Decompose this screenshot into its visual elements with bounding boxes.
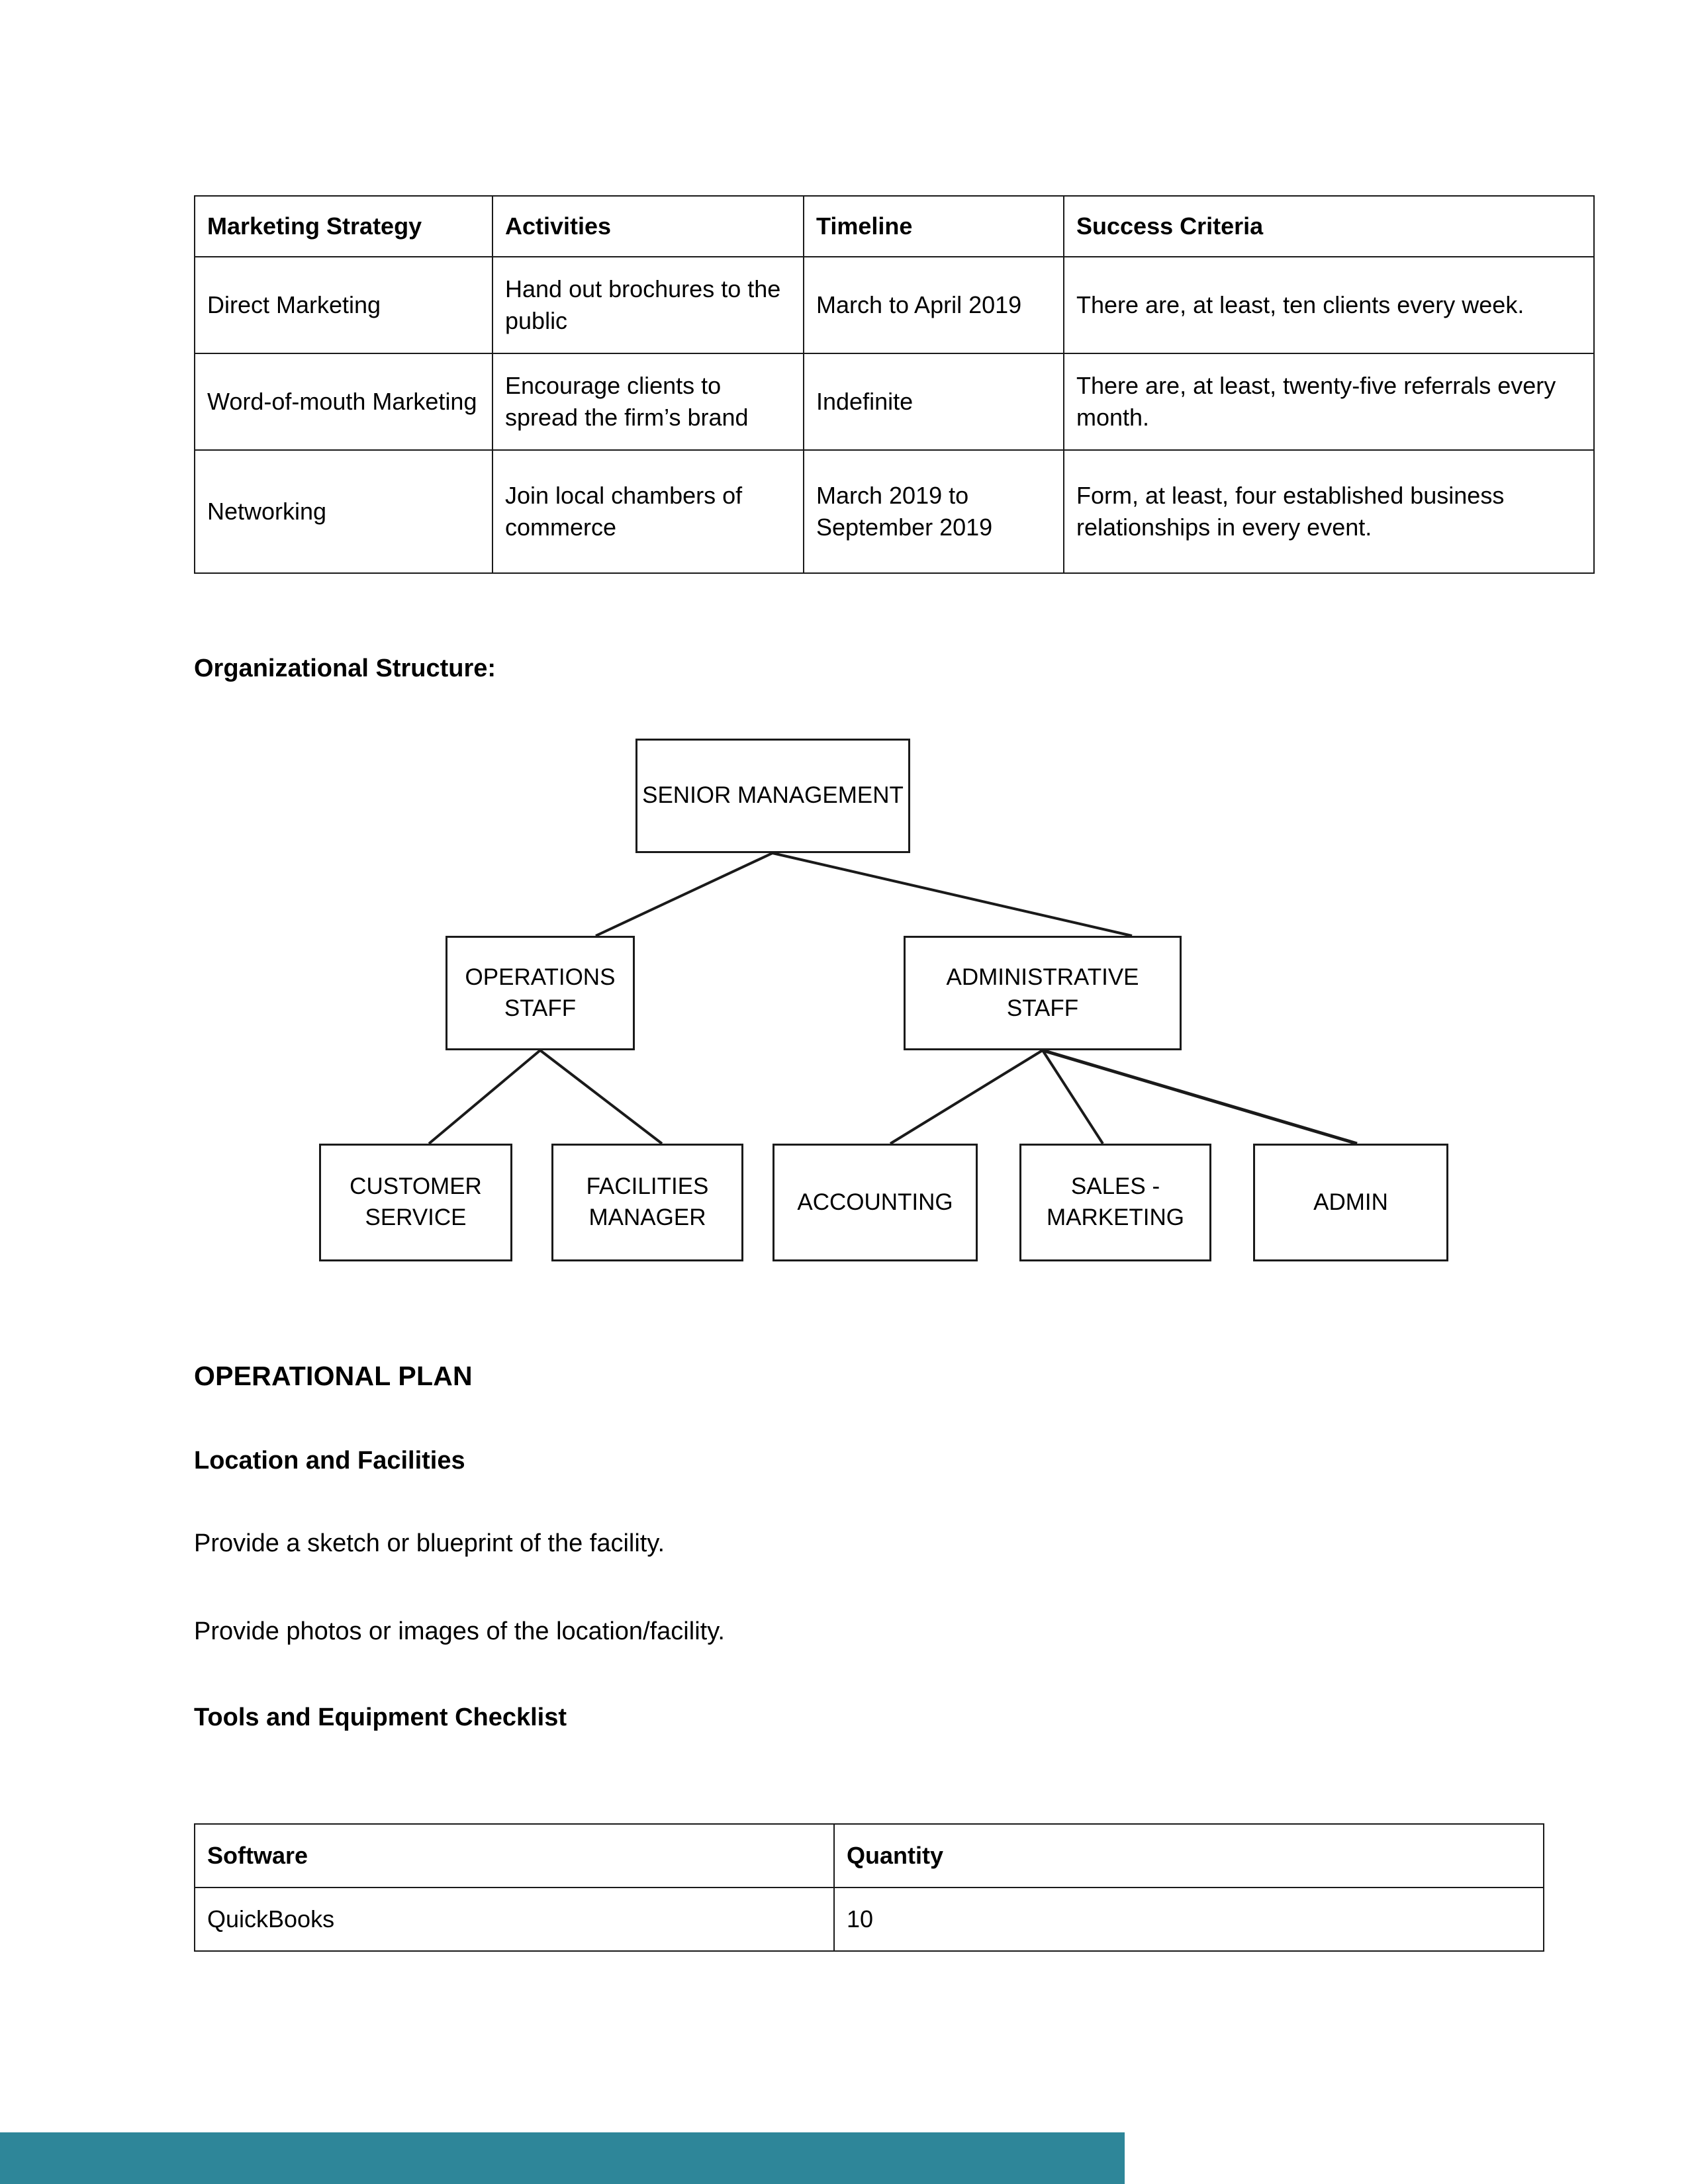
org-node-senior-management: SENIOR MANAGEMENT <box>635 739 910 853</box>
org-node-label: ADMINISTRATIVE STAFF <box>946 964 1139 1021</box>
cell-success-criteria: There are, at least, ten clients every w… <box>1063 256 1595 354</box>
table-header-row: Marketing Strategy Activities Timeline S… <box>194 195 1595 257</box>
org-node-label: SENIOR MANAGEMENT <box>642 782 904 809</box>
cell-activities: Encourage clients to spread the firm’s b… <box>492 353 804 451</box>
footer-accent-bar <box>0 2132 1125 2184</box>
org-node-label: ACCOUNTING <box>797 1189 953 1215</box>
org-node-operations-staff: OPERATIONS STAFF <box>445 936 635 1050</box>
org-node-administrative-staff: ADMINISTRATIVE STAFF <box>904 936 1182 1050</box>
tools-and-equipment-checklist-heading: Tools and Equipment Checklist <box>194 1704 567 1731</box>
column-header-marketing-strategy: Marketing Strategy <box>194 195 493 257</box>
org-node-customer-service: CUSTOMER SERVICE <box>319 1144 512 1261</box>
paragraph-sketch-blueprint: Provide a sketch or blueprint of the fac… <box>194 1529 665 1557</box>
marketing-strategy-table: Marketing Strategy Activities Timeline S… <box>194 195 1595 574</box>
cell-quantity: 10 <box>833 1887 1544 1952</box>
tools-equipment-table: Software Quantity QuickBooks 10 <box>194 1823 1544 1952</box>
cell-success-criteria: There are, at least, twenty-five referra… <box>1063 353 1595 451</box>
org-node-label: SALES - MARKETING <box>1046 1173 1185 1230</box>
cell-timeline: Indefinite <box>803 353 1064 451</box>
org-node-admin: ADMIN <box>1253 1144 1448 1261</box>
table-row: Word-of-mouth Marketing Encourage client… <box>194 353 1595 451</box>
cell-timeline: March 2019 to September 2019 <box>803 449 1064 574</box>
cell-activities: Join local chambers of commerce <box>492 449 804 574</box>
cell-activities: Hand out brochures to the public <box>492 256 804 354</box>
operational-plan-heading: OPERATIONAL PLAN <box>194 1361 473 1391</box>
org-chart-connectors <box>428 852 1358 1146</box>
organizational-structure-heading: Organizational Structure: <box>194 655 496 682</box>
column-header-success-criteria: Success Criteria <box>1063 195 1595 257</box>
table-row: QuickBooks 10 <box>194 1887 1544 1952</box>
column-header-quantity: Quantity <box>833 1823 1544 1888</box>
column-header-activities: Activities <box>492 195 804 257</box>
org-node-label: OPERATIONS STAFF <box>465 964 616 1021</box>
org-node-accounting: ACCOUNTING <box>773 1144 978 1261</box>
cell-timeline: March to April 2019 <box>803 256 1064 354</box>
organizational-chart: SENIOR MANAGEMENT OPERATIONS STAFF ADMIN… <box>0 702 1688 1317</box>
org-node-label: CUSTOMER SERVICE <box>350 1173 482 1230</box>
paragraph-photos-images: Provide photos or images of the location… <box>194 1617 725 1645</box>
location-and-facilities-heading: Location and Facilities <box>194 1447 465 1475</box>
table-row: Networking Join local chambers of commer… <box>194 449 1595 574</box>
org-node-label: ADMIN <box>1313 1189 1388 1215</box>
cell-strategy: Direct Marketing <box>194 256 493 354</box>
table-row: Direct Marketing Hand out brochures to t… <box>194 256 1595 354</box>
org-node-sales-marketing: SALES - MARKETING <box>1019 1144 1211 1261</box>
cell-strategy: Word-of-mouth Marketing <box>194 353 493 451</box>
cell-success-criteria: Form, at least, four established busines… <box>1063 449 1595 574</box>
column-header-timeline: Timeline <box>803 195 1064 257</box>
cell-strategy: Networking <box>194 449 493 574</box>
cell-software: QuickBooks <box>194 1887 835 1952</box>
org-node-facilities-manager: FACILITIES MANAGER <box>551 1144 743 1261</box>
org-node-label: FACILITIES MANAGER <box>586 1173 709 1230</box>
column-header-software: Software <box>194 1823 835 1888</box>
table-header-row: Software Quantity <box>194 1823 1544 1888</box>
